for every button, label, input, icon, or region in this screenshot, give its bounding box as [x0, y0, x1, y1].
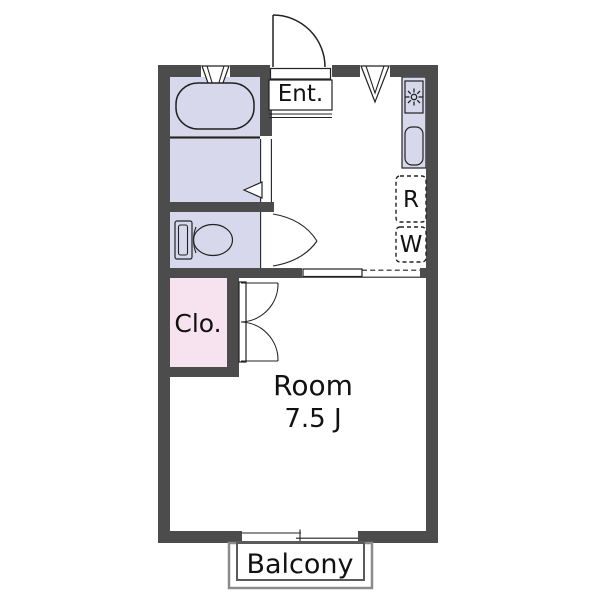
window-icon-hall-inner: [365, 65, 385, 95]
toilet-seat-line: [192, 226, 197, 254]
bathtub: [175, 82, 255, 130]
wall-hall-room-right: [420, 268, 426, 278]
washroom-door-arrow-icon: [242, 181, 263, 199]
stove-burner-icon: [405, 88, 423, 106]
wall-hall-room: [158, 268, 302, 278]
balcony-inner: [236, 542, 365, 581]
refrigerator-label: R: [403, 187, 419, 213]
washing-machine-space: [395, 226, 427, 263]
wall-left: [158, 65, 170, 543]
entrance-label: Ent.: [278, 81, 323, 107]
closet-label: Clo.: [174, 309, 221, 338]
washing-machine-label: W: [400, 232, 423, 258]
window-icon-hall: [360, 65, 390, 104]
kitchen-sink: [404, 126, 424, 166]
toilet-tank-detail: [177, 224, 189, 256]
toilet-bowl: [192, 223, 234, 257]
toilet-tank: [174, 220, 193, 260]
entrance-door-swing: [272, 14, 326, 68]
wall-closet-right: [227, 278, 239, 367]
room-label: Room: [273, 369, 353, 402]
room-area-label: 7.5 J: [284, 404, 341, 434]
toilet-door-opening: [260, 212, 272, 268]
toilet-door-swing-upper: [272, 213, 318, 242]
closet-door-swing-top: [240, 282, 279, 323]
refrigerator-space: [395, 175, 427, 223]
wall-closet-bottom: [158, 367, 239, 377]
closet-area: [170, 278, 227, 367]
balcony-label: Balcony: [246, 549, 353, 580]
toilet-door-swing-lower: [272, 240, 318, 267]
wall-washroom-toilet: [158, 202, 274, 212]
closet-door-swing-bottom: [240, 321, 279, 362]
entrance-hall-box: [268, 79, 333, 111]
stove-box: [404, 80, 424, 114]
washroom-door-opening: [260, 139, 272, 202]
wall-right: [426, 65, 438, 543]
entrance-threshold: [269, 67, 332, 80]
partition-door-panel: [302, 268, 363, 278]
washroom-area: [170, 139, 260, 202]
